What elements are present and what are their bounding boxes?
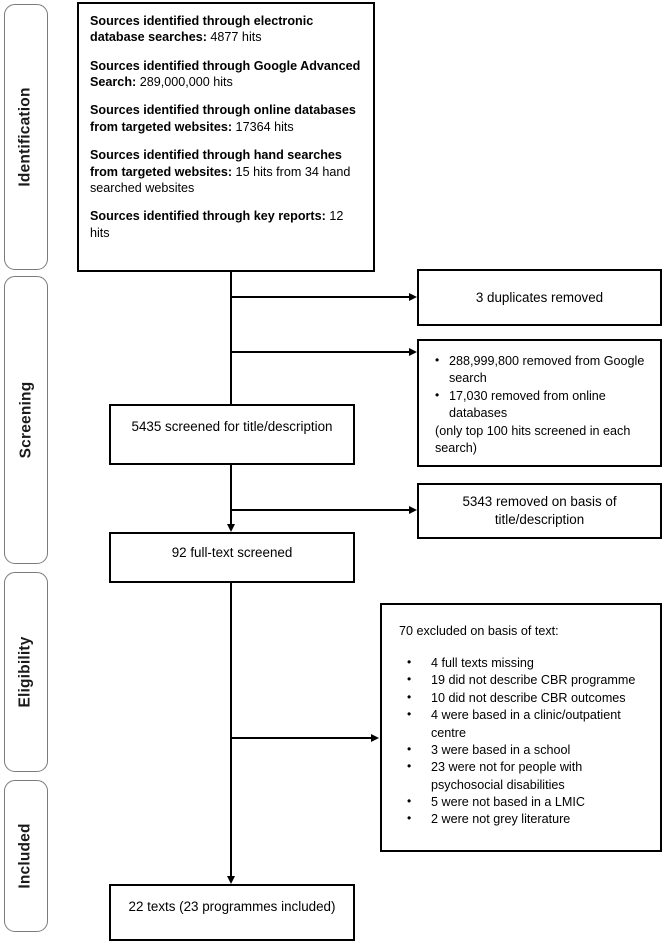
connector-to-removed-search [230,351,413,353]
stage-pill-identification: Identification [4,4,48,270]
list-item: 17,030 removed from online databases [435,387,650,423]
duplicates-removed-text: 3 duplicates removed [475,289,604,305]
connector-to-duplicates [230,296,413,298]
duplicates-removed-box: 3 duplicates removed [417,269,662,326]
arrowhead-to-removed-search [409,347,417,356]
stage-label-identification: Identification [17,87,34,187]
stage-label-eligibility: Eligibility [17,636,35,708]
list-item: 2 were not grey literature [407,810,650,828]
stage-pill-screening: Screening [4,276,48,564]
source-line-hand-searches: Sources identified through hand searches… [90,147,362,196]
removed-title-description-content: 5343 removed on basis of title/descripti… [419,485,660,537]
source-line-hand-searches-label: Sources identified through hand searches… [90,148,342,179]
source-line-electronic-databases-label: Sources identified through electronic da… [90,14,314,45]
list-item: 19 did not describe CBR programme [407,671,650,689]
connector-trunk-screening [230,465,232,525]
fulltext-screened-content: 92 full-text screened [111,534,353,581]
sources-identified-content: Sources identified through electronic da… [79,4,373,270]
screened-title-description-box: 5435 screened for title/description [109,404,355,465]
duplicates-removed-content: 3 duplicates removed [419,271,660,324]
stage-pill-included: Included [4,780,48,932]
excluded-on-text-heading: 70 excluded on basis of text: [399,624,559,638]
included-texts-box: 22 texts (23 programmes included) [109,884,355,941]
source-line-hand-searches-value: 15 hits from 34 hand searched websites [90,164,351,195]
fulltext-screened-box: 92 full-text screened [109,532,355,583]
stage-label-screening: Screening [17,381,34,459]
connector-to-excluded [230,737,375,739]
excluded-on-text-list: 4 full texts missing 19 did not describe… [399,654,650,829]
fulltext-screened-text: 92 full-text screened [171,545,293,560]
source-line-key-reports: Sources identified through key reports: … [90,208,362,241]
sources-identified-box: Sources identified through electronic da… [77,2,375,272]
source-line-google-advanced-value: 289,000,000 hits [136,75,233,90]
source-line-electronic-databases-value: 4877 hits [206,30,262,45]
included-texts-text: 22 texts (23 programmes included) [128,899,336,914]
list-item: 4 full texts missing [407,654,650,672]
connector-to-removed-title [230,509,413,511]
removed-title-description-text: 5343 removed on basis of title/descripti… [462,494,617,527]
excluded-on-text-box: 70 excluded on basis of text: 4 full tex… [380,603,662,852]
list-item: 5 were not based in a LMIC [407,793,650,811]
list-item: 4 were based in a clinic/outpatient cent… [407,706,650,742]
arrowhead-to-removed-title [409,505,417,514]
stage-pill-eligibility: Eligibility [4,572,48,772]
removed-from-search-note: (only top 100 hits screened in each sear… [435,423,631,455]
source-line-online-databases: Sources identified through online databa… [90,102,362,135]
included-texts-content: 22 texts (23 programmes included) [111,886,353,939]
source-line-key-reports-value: 12 hits [90,209,344,240]
screened-title-description-text: 5435 screened for title/description [131,419,333,434]
removed-title-description-box: 5343 removed on basis of title/descripti… [417,483,662,539]
arrowhead-to-included [226,876,235,884]
list-item: 23 were not for people with psychosocial… [407,758,650,794]
arrowhead-to-duplicates [409,292,417,301]
list-item: 10 did not describe CBR outcomes [407,689,650,707]
stage-label-included: Included [17,823,35,889]
source-line-electronic-databases: Sources identified through electronic da… [90,13,362,46]
connector-trunk-eligibility [230,583,232,877]
source-line-online-databases-label: Sources identified through online databa… [90,103,356,134]
list-item: 3 were based in a school [407,741,650,759]
source-line-online-databases-value: 17364 hits [232,119,294,134]
screened-title-description-content: 5435 screened for title/description [111,406,353,463]
removed-from-search-box: 288,999,800 removed from Google search 1… [417,339,662,467]
arrowhead-to-excluded [371,733,379,742]
connector-trunk-identification [230,272,232,404]
excluded-on-text-content: 70 excluded on basis of text: 4 full tex… [382,605,660,850]
arrowhead-to-fulltext [226,524,235,532]
removed-from-search-list: 288,999,800 removed from Google search 1… [431,352,650,423]
list-item: 288,999,800 removed from Google search [435,352,650,388]
source-line-google-advanced: Sources identified through Google Advanc… [90,58,362,91]
removed-from-search-content: 288,999,800 removed from Google search 1… [419,341,660,465]
source-line-google-advanced-label: Sources identified through Google Advanc… [90,58,361,90]
source-line-key-reports-label: Sources identified through key reports: [90,209,326,224]
